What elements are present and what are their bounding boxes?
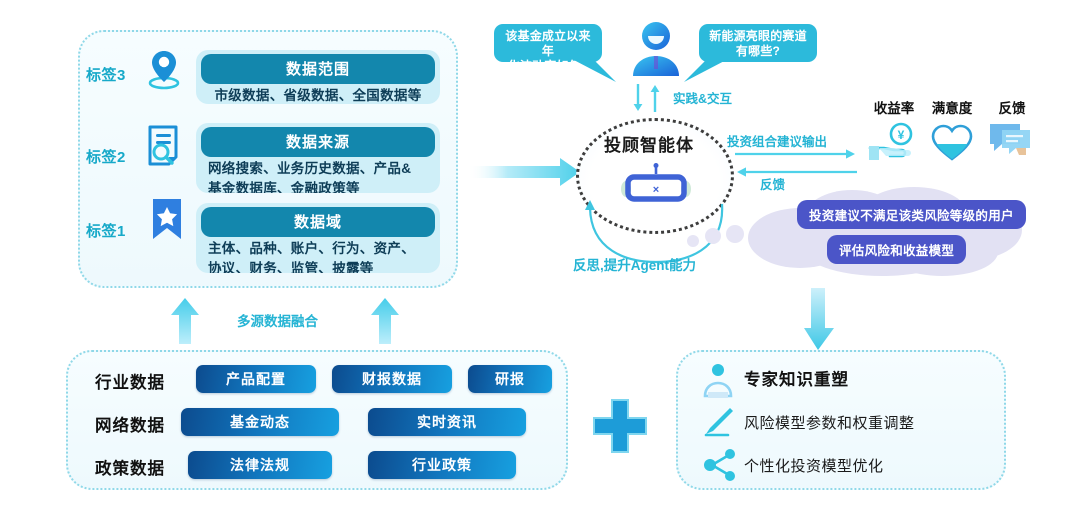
data-card-scope: 数据范围 市级数据、省级数据、全国数据等	[196, 50, 440, 104]
bubble-left-line2: 化波动率如何?	[507, 59, 589, 73]
matrix-pill-industry-policy[interactable]: 行业政策	[368, 451, 516, 479]
matrix-pill-realtime-news[interactable]: 实时资讯	[368, 408, 526, 436]
fusion-label: 多源数据融合	[237, 314, 318, 329]
fusion-arrow-left-icon	[168, 298, 202, 344]
bubble-right-tail-icon	[682, 58, 730, 84]
cloud-pill-risk-mismatch: 投资建议不满足该类风险等级的用户	[797, 200, 1026, 229]
expert-item-personalized: 个性化投资模型优化	[744, 458, 884, 475]
svg-text:×: ×	[653, 184, 659, 196]
matrix-row-label-industry: 行业数据	[95, 374, 165, 392]
expert-knowledge-panel	[676, 350, 1006, 490]
location-pin-icon	[144, 48, 184, 90]
output-feedback-arrows-icon	[735, 148, 857, 182]
user-question-bubble-left: 该基金成立以来年 化波动率如何?	[494, 24, 602, 73]
document-search-icon	[145, 124, 185, 168]
data-card-scope-title: 数据范围	[201, 54, 435, 84]
data-card-domain: 数据域 主体、品种、账户、行为、资产、 协议、财务、监管、披露等	[196, 203, 440, 273]
matrix-pill-financial-report[interactable]: 财报数据	[332, 365, 452, 393]
bubble-left-tail-icon	[570, 58, 618, 84]
matrix-row-label-network: 网络数据	[95, 417, 165, 435]
data-card-source: 数据来源 网络搜索、业务历史数据、产品& 基金数据库、金融政策等	[196, 123, 440, 193]
interaction-label: 实践&交互	[673, 92, 733, 106]
user-avatar-icon	[630, 20, 682, 78]
matrix-pill-fund-dynamics[interactable]: 基金动态	[181, 408, 339, 436]
matrix-pill-product-config[interactable]: 产品配置	[196, 365, 316, 393]
bubble-left-line1: 该基金成立以来年	[505, 29, 591, 58]
data-card-domain-title: 数据域	[201, 207, 435, 237]
expert-item-risk-params: 风险模型参数和权重调整	[744, 415, 915, 432]
chat-feedback-icon	[986, 122, 1038, 162]
bubble-right-line2: 有哪些?	[735, 44, 781, 58]
plus-icon	[592, 396, 648, 456]
bookmark-star-icon	[150, 196, 184, 242]
output-label: 投资组合建议输出	[727, 135, 828, 149]
cloud-to-expert-arrow-icon	[800, 288, 836, 350]
matrix-row-label-policy: 政策数据	[95, 460, 165, 478]
data-card-source-title: 数据来源	[201, 127, 435, 157]
share-nodes-icon	[702, 449, 738, 481]
agent-title: 投顾智能体	[604, 136, 694, 155]
interaction-arrows-icon	[632, 84, 666, 112]
robot-icon: ×	[620, 163, 692, 209]
pencil-edit-icon	[702, 406, 736, 438]
matrix-pill-laws[interactable]: 法律法规	[188, 451, 332, 479]
metric-label-feedback: 反馈	[998, 101, 1026, 116]
data-card-source-body-line2: 基金数据库、金融政策等	[208, 181, 360, 193]
thought-trail-bubbles-icon	[685, 222, 745, 248]
user-question-bubble-right: 新能源亮眼的赛道 有哪些?	[699, 24, 817, 62]
svg-text:¥: ¥	[898, 128, 905, 142]
cloud-pill-risk-model: 评估风险和收益模型	[827, 235, 967, 264]
tag-label-1: 标签1	[86, 223, 126, 240]
reflection-label: 反思,提升Agent能力	[573, 258, 696, 273]
expert-person-icon	[700, 362, 736, 400]
hand-coin-icon: ¥	[868, 122, 920, 162]
fusion-arrow-right-icon	[368, 298, 402, 344]
heart-icon	[930, 124, 974, 162]
tag-label-3: 标签3	[86, 67, 126, 84]
data-card-scope-body: 市级数据、省级数据、全国数据等	[214, 88, 422, 103]
metric-label-satisfaction: 满意度	[931, 101, 973, 116]
data-to-agent-arrow-icon	[468, 157, 580, 187]
tag-label-2: 标签2	[86, 149, 126, 166]
data-card-source-body-line1: 网络搜索、业务历史数据、产品&	[208, 161, 412, 176]
metric-label-yield: 收益率	[873, 101, 915, 116]
bubble-right-line1: 新能源亮眼的赛道	[709, 29, 807, 43]
expert-panel-title: 专家知识重塑	[744, 371, 849, 389]
feedback-label: 反馈	[760, 178, 786, 192]
data-card-domain-body-line1: 主体、品种、账户、行为、资产、	[208, 241, 415, 256]
data-card-domain-body-line2: 协议、财务、监管、披露等	[208, 261, 374, 273]
matrix-pill-research-report[interactable]: 研报	[468, 365, 552, 393]
